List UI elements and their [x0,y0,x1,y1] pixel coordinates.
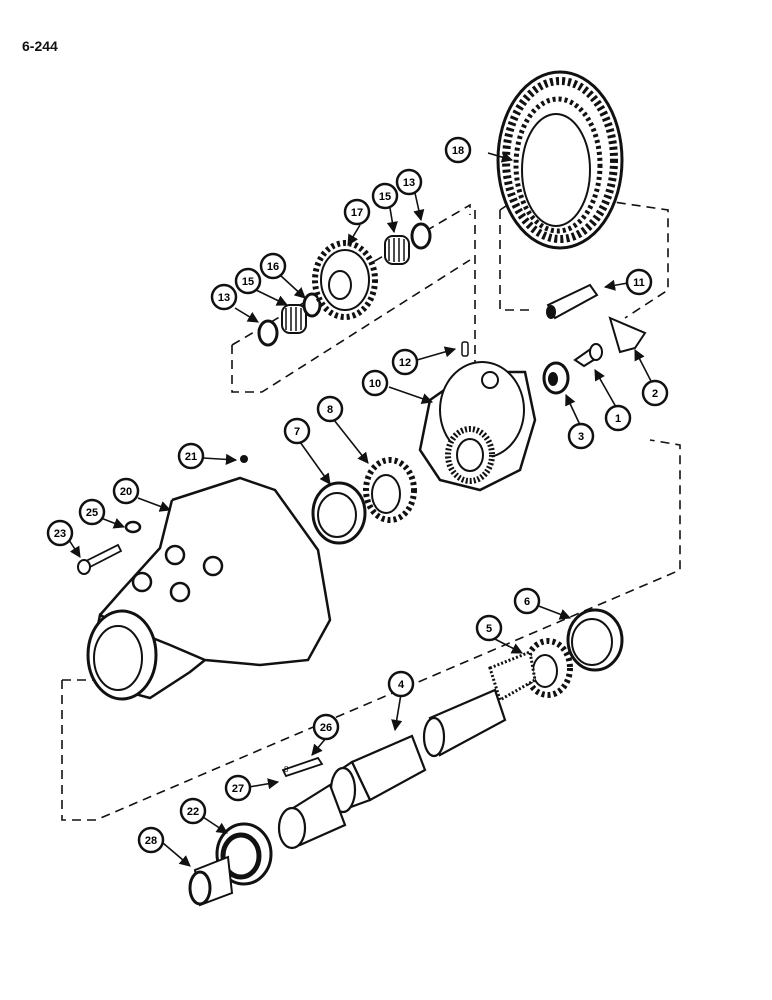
callout-26-label: 26 [320,722,332,734]
callout-1: 1 [604,404,632,432]
callout-18: 18 [444,136,472,164]
callout-20: 20 [112,477,140,505]
callouts: 18 17 15 13 16 15 13 11 12 10 2 1 3 8 7 … [46,136,669,854]
callout-18-label: 18 [452,145,464,157]
planet-gear-17 [312,240,378,320]
callout-2-label: 2 [652,388,658,400]
callout-15-right: 15 [371,182,399,210]
callout-6: 6 [513,587,541,615]
callout-23: 23 [46,519,74,547]
roll-pin-12 [461,341,469,357]
callout-4-label: 4 [398,679,405,691]
ring-gear-18 [496,70,624,250]
washer-13 [257,222,432,347]
callout-7-label: 7 [294,426,300,438]
callout-13-left-label: 13 [218,292,230,304]
callout-12-label: 12 [399,357,411,369]
callout-23-label: 23 [54,528,66,540]
callout-25: 25 [78,498,106,526]
small-mark: 8 [284,765,289,774]
spacer-16 [302,292,322,318]
callout-28: 28 [137,826,165,854]
callout-4: 4 [387,670,415,698]
bearing-cone-8 [363,457,417,523]
callout-1-label: 1 [615,413,621,425]
lock-plate-2 [608,316,647,354]
callout-27: 27 [224,774,252,802]
callout-21-label: 21 [185,451,197,463]
callout-26: 26 [312,713,340,741]
callout-15-left-label: 15 [242,276,254,288]
callout-28-label: 28 [145,835,157,847]
key-26 [281,756,324,778]
callout-20-label: 20 [120,486,132,498]
bearing-cup-6 [566,608,624,672]
callout-17-label: 17 [351,207,363,219]
callout-25-label: 25 [86,507,98,519]
plug-21 [240,455,248,463]
callout-16: 16 [259,252,287,280]
leader-arrows [68,151,653,867]
bearing-cone-5 [523,638,573,698]
callout-16-label: 16 [267,261,279,273]
page-number: 6-244 [22,38,58,54]
callout-3-label: 3 [578,431,584,443]
callout-27-label: 27 [232,783,244,795]
callout-13-right: 13 [395,168,423,196]
callout-15-left: 15 [234,267,262,295]
washer-25 [124,520,142,534]
callout-11: 11 [625,268,653,296]
bolt-1 [573,343,603,368]
planet-carrier-10 [418,361,537,492]
callout-13-left: 13 [210,283,238,311]
axle-shaft-4 [277,649,537,850]
callout-13-right-label: 13 [403,177,415,189]
callout-3: 3 [567,422,595,450]
sleeve-28 [188,855,234,907]
callout-8-label: 8 [327,404,333,416]
callout-10: 10 [361,369,389,397]
axle-housing-20 [86,476,332,701]
bearing-cup-7 [311,481,367,545]
callout-2: 2 [641,379,669,407]
callout-17: 17 [343,198,371,226]
callout-11-label: 11 [633,277,645,289]
callout-15-right-label: 15 [379,191,391,203]
callout-12: 12 [391,348,419,376]
callout-21: 21 [177,442,205,470]
washer-3 [542,361,570,395]
callout-5-label: 5 [486,623,492,635]
pin-11 [546,283,599,320]
callout-10-label: 10 [369,378,381,390]
callout-6-label: 6 [524,596,530,608]
seal-22 [215,822,273,886]
callout-22-label: 22 [187,806,199,818]
needle-bearing-15 [281,235,410,334]
callout-8: 8 [316,395,344,423]
bolt-23 [77,543,123,575]
callout-7: 7 [283,417,311,445]
callout-22: 22 [179,797,207,825]
callout-5: 5 [475,614,503,642]
